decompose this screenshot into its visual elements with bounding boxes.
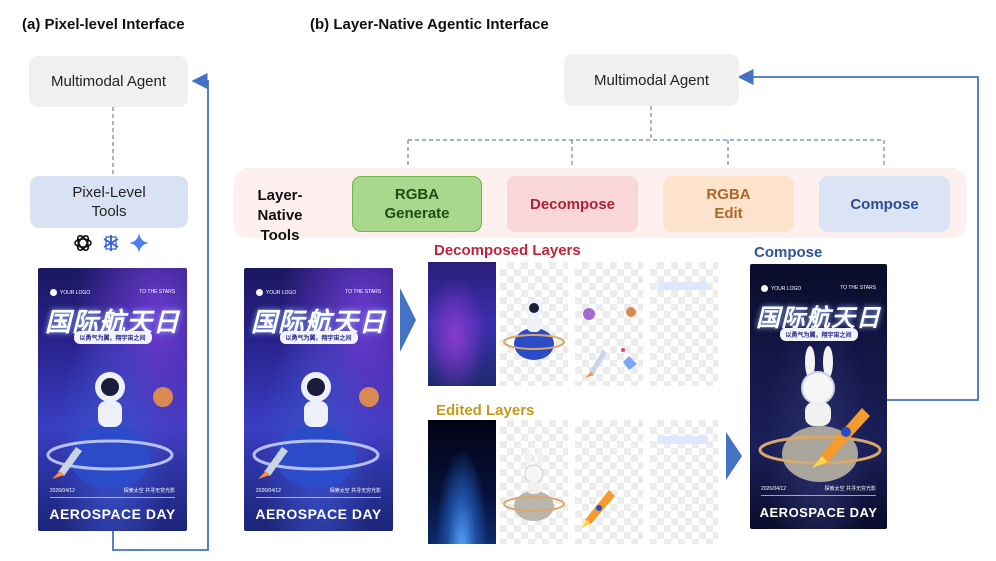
poster-subtitle: 以勇气为翼，翔宇宙之间: [279, 331, 358, 345]
pixel-interface-heading: (a) Pixel-level Interface: [22, 16, 185, 33]
rabbit-illustration: [758, 345, 882, 482]
poster-subtitle: 以勇气为翼，翔宇宙之间: [73, 331, 152, 345]
layer-feedback-arrow: [737, 68, 979, 401]
poster-bottom-title: AEROSPACE DAY: [255, 505, 382, 522]
edited-rabbit-layer: [500, 420, 568, 544]
background-layer: [428, 262, 496, 386]
poster-stars-text: TO THE STARS: [345, 289, 382, 296]
rocket-planets-layer: [575, 262, 643, 386]
astronaut-illustration: [252, 371, 380, 487]
poster-bottom-title: AEROSPACE DAY: [49, 505, 176, 522]
poster-logo: YOUR LOGO: [49, 289, 90, 297]
edited-layers-title: Edited Layers: [436, 402, 535, 419]
text-layer: [650, 262, 718, 386]
poster-slogan: 探索太空 共寻无穷光影: [824, 485, 877, 492]
poster-slogan: 探索太空 共寻无穷光影: [329, 488, 382, 495]
poster-date: 2026/04/12: [760, 485, 786, 492]
perplexity-icon: [103, 235, 119, 251]
tool-rgba-edit: RGBA Edit: [663, 176, 794, 232]
model-icons-row: [72, 232, 150, 254]
edited-text-layer: [650, 420, 718, 544]
chevron-right-icon: [726, 432, 742, 480]
original-poster-a: YOUR LOGO TO THE STARS 国际航天日 以勇气为翼，翔宇宙之间…: [38, 268, 187, 531]
poster-slogan: 探索太空 共寻无穷光影: [123, 488, 176, 495]
poster-rule: [255, 497, 382, 499]
layer-agent-box: Multimodal Agent: [564, 54, 739, 106]
poster-rule: [760, 494, 877, 496]
poster-logo: YOUR LOGO: [760, 285, 801, 293]
compose-title: Compose: [754, 244, 823, 261]
chevron-right-icon: [400, 288, 416, 352]
poster-stars-text: TO THE STARS: [840, 285, 877, 292]
tool-compose: Compose: [819, 176, 950, 232]
decomposed-layers-title: Decomposed Layers: [434, 242, 581, 259]
poster-stars-text: TO THE STARS: [139, 289, 176, 296]
poster-date: 2026/04/12: [49, 488, 75, 495]
poster-bottom-title: AEROSPACE DAY: [759, 504, 878, 520]
layer-interface-heading: (b) Layer-Native Agentic Interface: [310, 16, 549, 33]
poster-subtitle: 以勇气为翼，翔宇宙之间: [779, 327, 858, 341]
astronaut-layer: [500, 262, 568, 386]
composed-poster: YOUR LOGO TO THE STARS 国际航天日 以勇气为翼，翔宇宙之间…: [750, 264, 887, 529]
pixel-feedback-arrow: [112, 72, 209, 551]
poster-rule: [49, 497, 176, 499]
pixel-agent-box: Multimodal Agent: [29, 56, 188, 107]
poster-logo: YOUR LOGO: [255, 289, 296, 297]
pixel-tools-box: Pixel-Level Tools: [30, 176, 188, 228]
gemini-icon: [129, 233, 149, 253]
openai-icon: [74, 234, 92, 252]
poster-date: 2026/04/12: [255, 488, 281, 495]
edited-background-layer: [428, 420, 496, 544]
tool-rgba-generate: RGBA Generate: [352, 176, 482, 232]
astronaut-illustration: [46, 371, 174, 487]
edited-rocket-layer: [575, 420, 643, 544]
original-poster-b: YOUR LOGO TO THE STARS 国际航天日 以勇气为翼，翔宇宙之间…: [244, 268, 393, 531]
tool-decompose: Decompose: [507, 176, 638, 232]
layer-tools-label: Layer-Native Tools: [257, 187, 303, 244]
